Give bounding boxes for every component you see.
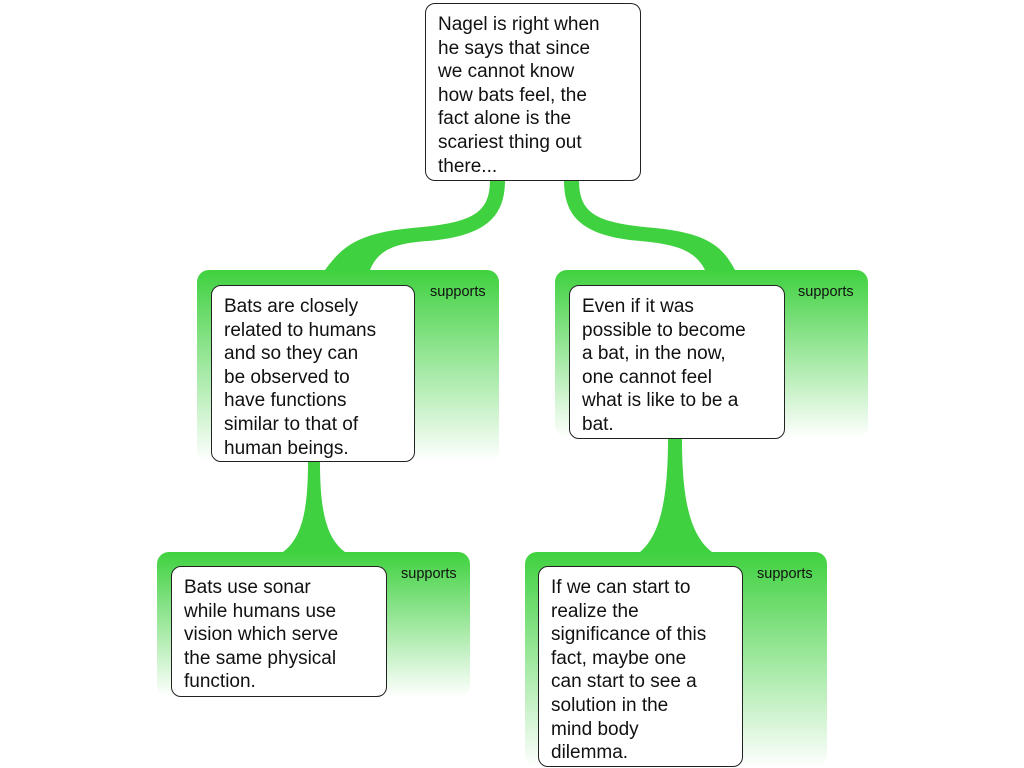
reason-node-left[interactable]: Bats are closely related to humans and s…: [211, 285, 415, 462]
claim-node[interactable]: Nagel is right when he says that since w…: [425, 3, 641, 181]
connector-reason-left-to-evidence-left: [283, 462, 345, 552]
evidence-node-left[interactable]: Bats use sonar while humans use vision w…: [171, 566, 387, 697]
connector-claim-to-reason-left: [325, 180, 505, 270]
reason-node-right[interactable]: Even if it was possible to become a bat,…: [569, 285, 785, 439]
connector-reason-right-to-evidence-right: [640, 438, 712, 552]
supports-label-reason-left: supports: [430, 284, 486, 300]
evidence-node-right[interactable]: If we can start to realize the significa…: [538, 566, 743, 767]
connector-claim-to-reason-right: [564, 180, 735, 270]
supports-label-reason-right: supports: [798, 284, 854, 300]
supports-label-evidence-left: supports: [401, 566, 457, 582]
supports-label-evidence-right: supports: [757, 566, 813, 582]
